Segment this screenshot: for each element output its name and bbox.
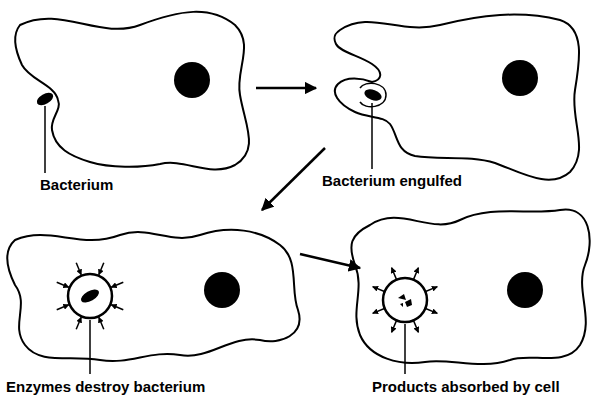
product-arrow bbox=[424, 308, 437, 313]
step-arrow bbox=[262, 148, 325, 210]
product-arrow bbox=[373, 308, 386, 313]
enzyme-arrow bbox=[57, 282, 69, 287]
product-arrow bbox=[373, 287, 386, 292]
amoeba-cell bbox=[351, 210, 589, 365]
product-arrow bbox=[413, 319, 418, 332]
leader-line bbox=[89, 320, 91, 374]
enzyme-arrow bbox=[99, 317, 104, 329]
callout-label: Enzymes destroy bacterium bbox=[6, 378, 205, 395]
amoeba-cell bbox=[7, 230, 299, 361]
bacterium bbox=[79, 287, 101, 306]
enzyme-arrows bbox=[57, 263, 124, 330]
bacterium bbox=[35, 90, 56, 108]
amoeba-cell bbox=[334, 15, 579, 180]
callout-label: Bacterium engulfed bbox=[322, 172, 462, 189]
enzyme-arrow bbox=[57, 305, 69, 310]
product-arrow bbox=[424, 287, 437, 292]
enzyme-arrow bbox=[111, 305, 123, 310]
food-vacuole bbox=[68, 274, 112, 318]
callout-label: Bacterium bbox=[40, 176, 113, 193]
engulfing-membrane bbox=[360, 83, 386, 106]
nucleus bbox=[502, 60, 538, 96]
bacterium-fragments bbox=[398, 294, 412, 307]
food-vacuole bbox=[383, 278, 427, 322]
leader-line bbox=[371, 103, 373, 169]
amoeba-cell bbox=[15, 12, 249, 170]
step-arrow bbox=[256, 87, 316, 90]
product-arrow bbox=[413, 268, 418, 281]
product-arrow bbox=[392, 268, 397, 281]
callout-label: Products absorbed by cell bbox=[372, 378, 560, 395]
enzyme-arrow bbox=[76, 317, 81, 329]
nucleus bbox=[174, 62, 210, 98]
step-arrow bbox=[300, 254, 360, 268]
bacterium bbox=[363, 87, 383, 103]
product-arrow bbox=[392, 319, 397, 332]
product-arrows bbox=[373, 268, 438, 333]
nucleus bbox=[204, 272, 240, 308]
enzyme-arrow bbox=[111, 282, 123, 287]
leader-line bbox=[44, 106, 46, 173]
leader-line bbox=[404, 324, 406, 374]
nucleus bbox=[507, 272, 543, 308]
enzyme-arrow bbox=[99, 263, 104, 275]
enzyme-arrow bbox=[76, 263, 81, 275]
